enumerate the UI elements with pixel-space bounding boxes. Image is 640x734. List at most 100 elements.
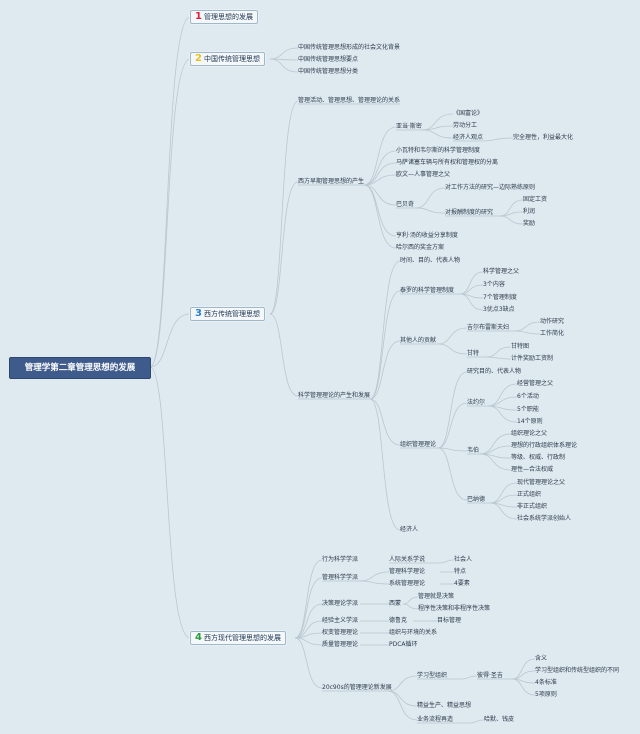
node-empirical-school[interactable]: 经验主义学派 — [322, 617, 359, 624]
node-motion-study[interactable]: 动作研究 — [540, 318, 565, 325]
node-behavioral-school[interactable]: 行为科学学派 — [322, 556, 359, 563]
node-lean[interactable]: 精益生产、精益思想 — [417, 702, 472, 709]
connector — [437, 327, 468, 345]
node-rational-note[interactable]: 完全理性，利益最大化 — [513, 134, 574, 141]
connector — [269, 313, 299, 397]
node-pay-profit[interactable]: 利润 — [523, 208, 536, 215]
node-gilbreth[interactable]: 吉尔布雷斯夫妇 — [467, 324, 510, 331]
node-owen[interactable]: 欧文—人事管理之父 — [396, 171, 451, 178]
node-taylor[interactable]: 泰罗的科学管理制度 — [400, 287, 455, 294]
node-henry-town[interactable]: 亨利·汤的收益分享制度 — [396, 232, 458, 239]
node-mbo[interactable]: 目标管理 — [437, 617, 462, 624]
node-pdca[interactable]: PDCA循环 — [389, 641, 418, 648]
node-informal-org[interactable]: 非正式组织 — [517, 503, 548, 510]
node-cn-categories[interactable]: 中国传统管理思想分类 — [298, 68, 359, 75]
node-lo-4-standards[interactable]: 4条标准 — [535, 679, 557, 686]
root-topic[interactable]: 管理学第二章管理思想的发展 — [9, 357, 151, 379]
node-watt-wells[interactable]: 小瓦特和韦尔斯的科学管理制度 — [396, 147, 481, 154]
connector — [294, 603, 323, 639]
node-relationship[interactable]: 管理活动、管理思想、管理理论的关系 — [298, 97, 401, 104]
node-90s-developments[interactable]: 20c90s的管理理论新发展 — [322, 684, 392, 691]
node-economic-man-2[interactable]: 经济人 — [400, 526, 419, 533]
connector — [387, 690, 418, 721]
node-cn-key-points[interactable]: 中国传统管理思想要点 — [298, 56, 359, 63]
node-taylor-father[interactable]: 科学管理之父 — [483, 268, 520, 275]
node-adam-smith[interactable]: 亚当·斯密 — [396, 123, 422, 130]
node-barnard-father[interactable]: 现代管理理论之父 — [517, 479, 566, 486]
node-gantt-chart[interactable]: 甘特图 — [511, 343, 530, 350]
node-gantt[interactable]: 甘特 — [467, 350, 480, 357]
node-wealth-of-nations[interactable]: 《国富论》 — [453, 110, 484, 117]
node-early-thought[interactable]: 西方早期管理思想的产生 — [298, 178, 365, 185]
node-mgmt-science-school[interactable]: 管理科学学派 — [322, 574, 359, 581]
node-babbage[interactable]: 巴贝奇 — [396, 201, 415, 208]
node-features[interactable]: 特点 — [454, 568, 467, 575]
node-economic-man[interactable]: 经济人观点 — [453, 134, 484, 141]
node-cn-background[interactable]: 中国传统管理思想形成的社会文化背景 — [298, 44, 401, 51]
node-fayol-father[interactable]: 经营管理之父 — [517, 380, 554, 387]
node-contingency[interactable]: 权变管理理论 — [322, 629, 359, 636]
connector — [363, 184, 397, 249]
node-taylor-3contents[interactable]: 3个内容 — [483, 281, 505, 288]
node-decision-school[interactable]: 决策理论学派 — [322, 600, 359, 607]
node-quality-mgmt[interactable]: 质量管理理论 — [322, 641, 359, 648]
node-piece-rate[interactable]: 计件奖励工资制 — [511, 355, 554, 362]
node-programmed-decision[interactable]: 程序性决策和非程序性决策 — [418, 605, 491, 612]
node-work-simplify[interactable]: 工作简化 — [540, 330, 565, 337]
node-human-relations[interactable]: 人际关系学说 — [389, 556, 426, 563]
node-drucker[interactable]: 德鲁克 — [389, 617, 408, 624]
node-fayol[interactable]: 法约尔 — [467, 399, 486, 406]
node-lo-5-principles[interactable]: 5项原则 — [535, 691, 557, 698]
node-fayol-6[interactable]: 6个活动 — [517, 393, 539, 400]
node-mgmt-is-decision[interactable]: 管理就是决策 — [418, 593, 455, 600]
connector — [402, 603, 419, 610]
node-taylor-7systems[interactable]: 7个管理制度 — [483, 294, 517, 301]
node-4-elements[interactable]: 4要素 — [454, 580, 470, 587]
node-time-purpose[interactable]: 时间、目的、代表人物 — [400, 257, 461, 264]
node-taylor-pros-cons[interactable]: 3优点3缺点 — [483, 306, 515, 313]
node-bpr[interactable]: 业务流程再造 — [417, 716, 454, 723]
node-weber-rational[interactable]: 理性—合法权威 — [511, 466, 554, 473]
node-scientific-mgmt[interactable]: 科学管理理论的产生和发展 — [298, 392, 371, 399]
connector — [369, 398, 401, 446]
node-social-man[interactable]: 社会人 — [454, 556, 473, 563]
node-social-system[interactable]: 社会系统学派创始人 — [517, 515, 572, 522]
node-weber-ideal[interactable]: 理想的行政组织体系理论 — [511, 442, 578, 449]
node-others[interactable]: 其他人的贡献 — [400, 337, 437, 344]
node-babbage-method[interactable]: 对工作方法的研究—边际熟练原则 — [445, 184, 536, 191]
connector — [485, 346, 512, 358]
node-pay-bonus[interactable]: 奖励 — [523, 220, 536, 227]
connector — [437, 371, 468, 449]
node-systems-mgmt[interactable]: 系统管理理论 — [389, 580, 426, 587]
node-weber-hierarchy[interactable]: 等级、权威、行政制 — [511, 454, 566, 461]
connector — [499, 211, 524, 217]
node-babbage-pay[interactable]: 对报酬制度的研究 — [445, 209, 494, 216]
connector — [294, 577, 323, 639]
connector — [487, 405, 518, 423]
node-org-env[interactable]: 组织与环境的关系 — [389, 629, 438, 636]
node-fayol-5[interactable]: 5个职能 — [517, 406, 539, 413]
node-massachusetts[interactable]: 马萨诸塞车辆与所有权和管理权的分离 — [396, 159, 499, 166]
node-learning-org[interactable]: 学习型组织 — [417, 672, 448, 679]
connector — [481, 137, 514, 142]
node-division-of-labor[interactable]: 劳动分工 — [453, 122, 478, 129]
node-halsey[interactable]: 哈尔西的奖金方案 — [396, 244, 445, 251]
node-weber[interactable]: 韦伯 — [467, 447, 480, 454]
node-weber-father[interactable]: 组织理论之父 — [511, 430, 548, 437]
node-hammer-champy[interactable]: 哈默、钱皮 — [484, 716, 515, 723]
node-barnard[interactable]: 巴纳德 — [467, 496, 486, 503]
node-simon[interactable]: 西蒙 — [389, 600, 402, 607]
node-org-theory[interactable]: 组织管理理论 — [400, 441, 437, 448]
node-formal-org[interactable]: 正式组织 — [517, 491, 542, 498]
node-lo-difference[interactable]: 学习型组织和传统型组织的不同 — [535, 667, 620, 674]
node-fayol-14[interactable]: 14个原则 — [517, 418, 543, 425]
node-pay-fixed[interactable]: 固定工资 — [523, 196, 548, 203]
node-org-purpose[interactable]: 研究目的、代表人物 — [467, 368, 522, 375]
node-lo-meaning[interactable]: 含义 — [535, 655, 548, 662]
node-senge[interactable]: 彼得·圣吉 — [477, 672, 503, 679]
node-mgmt-science-theory[interactable]: 管理科学理论 — [389, 568, 426, 575]
